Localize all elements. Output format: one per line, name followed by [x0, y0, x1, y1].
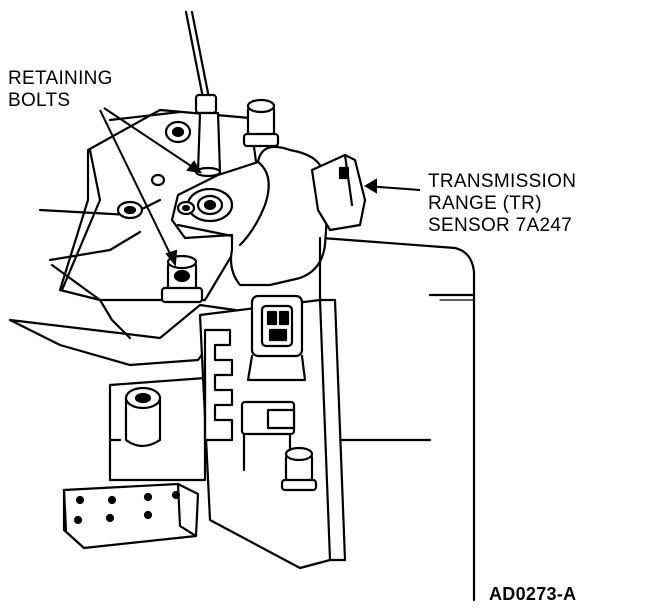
figure-code: AD0273-A: [489, 584, 577, 604]
base-plate: [62, 482, 200, 550]
tr-sensor-connector: [310, 153, 367, 232]
lower-bracket: [108, 376, 207, 482]
spacer-cylinder: [124, 386, 162, 448]
bolt-lower: [280, 446, 318, 492]
retaining-bolt-top-right: [242, 98, 280, 148]
leader-bolts-1: [103, 107, 201, 173]
transmission-case-outline: [320, 236, 476, 602]
callout-line: TRANSMISSION: [428, 171, 577, 192]
rod-collar: [194, 93, 218, 115]
callout-line: RETAINING: [8, 68, 113, 89]
callout-line: RANGE (TR): [428, 193, 542, 214]
tr-sensor-callout: TRANSMISSION RANGE (TR) SENSOR 7A247: [428, 171, 576, 237]
retaining-bolt-left: [160, 254, 204, 304]
callout-line: BOLTS: [8, 90, 71, 111]
retaining-bolts-callout: RETAINING BOLTS: [8, 68, 113, 112]
callout-line: SENSOR 7A247: [428, 215, 573, 236]
leader-bolts-2: [99, 109, 176, 265]
gear-rack: [203, 328, 234, 442]
shift-rod: [184, 10, 205, 100]
